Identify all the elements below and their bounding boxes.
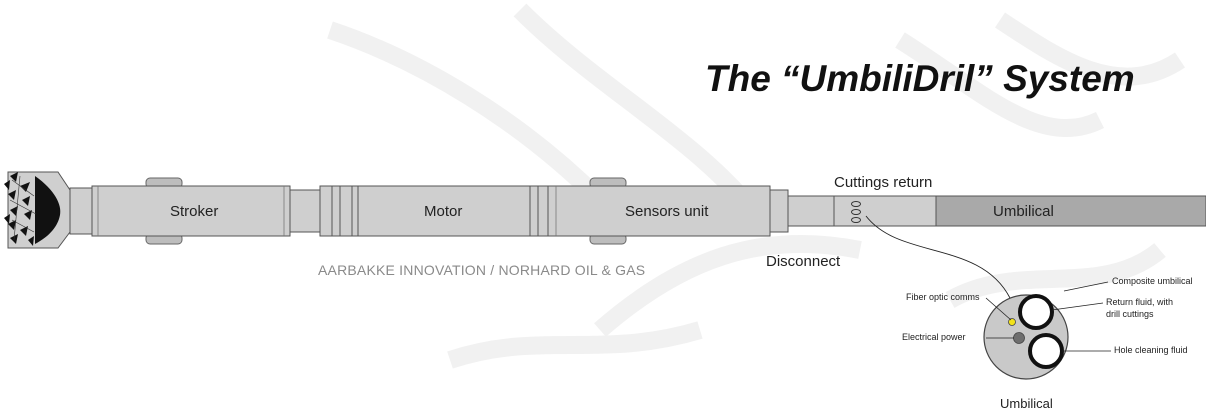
background-watermark (327, 3, 1185, 369)
umbilical-cross-section (983, 294, 1069, 380)
cuttings-return-label: Cuttings return (834, 174, 933, 191)
callout-lines (985, 281, 1111, 352)
sensors-unit-label: Sensors unit (625, 203, 709, 220)
sensors-section (547, 177, 789, 245)
motor-label: Motor (424, 203, 463, 220)
connector-1 (289, 189, 321, 233)
drill-bit (4, 171, 71, 249)
cuttings-return-ports (851, 201, 861, 223)
fiber-optic-label: Fiber optic comms (906, 292, 980, 302)
disconnect-label: Disconnect (766, 253, 841, 270)
stroker-section (69, 177, 291, 245)
return-fluid-label-1: Return fluid, with (1106, 297, 1174, 307)
umbilical-segment-label: Umbilical (993, 203, 1054, 220)
credit-text: AARBAKKE INNOVATION / NORHARD OIL & GAS (318, 262, 646, 278)
umbilical-tube (787, 195, 937, 227)
page-title: The “UmbiliDril” System (705, 58, 1135, 99)
electrical-power-label: Electrical power (902, 332, 966, 342)
return-fluid-label-2: drill cuttings (1106, 309, 1154, 319)
cross-section-leader (865, 215, 1011, 299)
fiber-optic-core (1008, 318, 1016, 326)
umbilical-segment (935, 195, 1206, 227)
hole-cleaning-label: Hole cleaning fluid (1114, 345, 1188, 355)
electrical-core (1013, 332, 1025, 344)
cross-section-caption: Umbilical (1000, 396, 1053, 411)
motor-section (319, 185, 549, 237)
stroker-label: Stroker (170, 203, 219, 220)
composite-umbilical-label: Composite umbilical (1112, 276, 1193, 286)
